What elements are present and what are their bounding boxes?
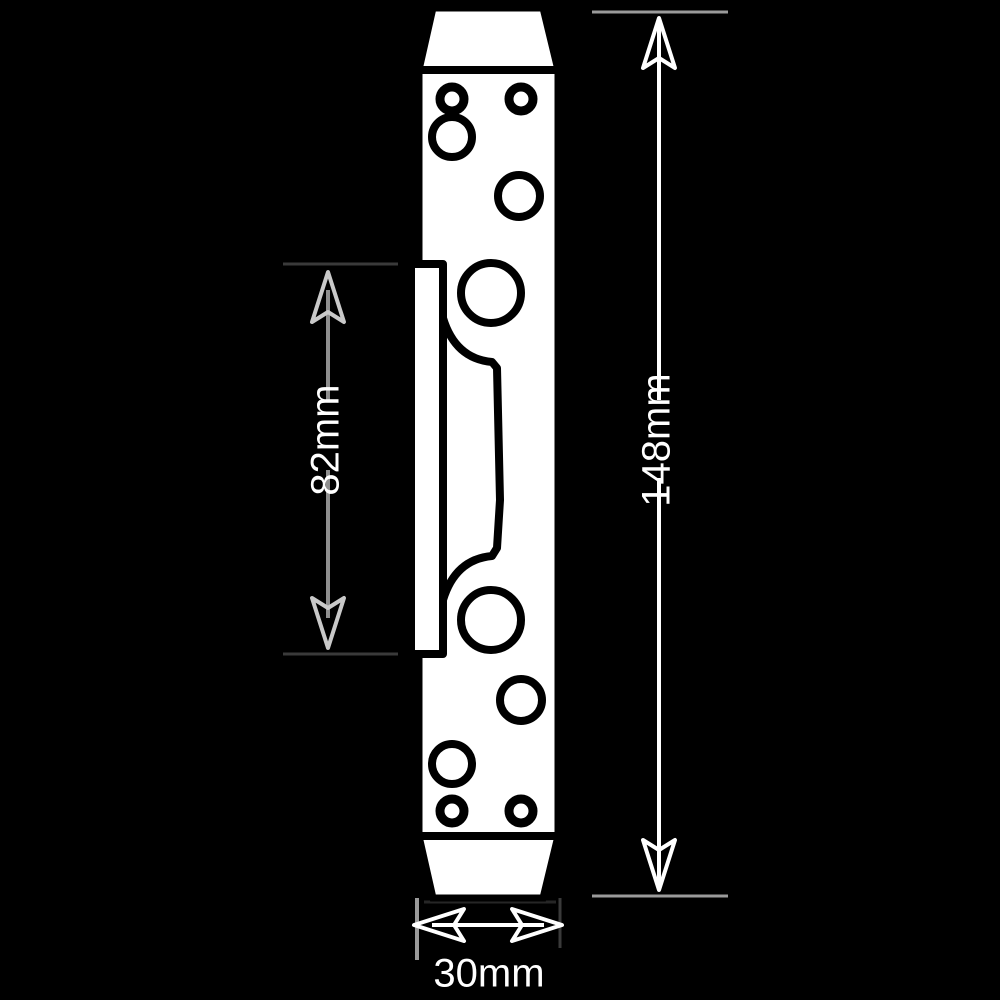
dim-30-arrow-right [510,907,564,943]
screw-hole-top-left-small [435,82,469,116]
screw-hole-bottom-right-small [504,794,538,828]
dim-148-arrow-bottom [641,838,677,892]
spindle-hole-upper [457,259,525,327]
dimension-82mm: 82mm [304,270,348,650]
screw-hole-upper-left-large [428,113,476,161]
screw-hole-upper-right-mid [494,171,544,221]
spindle-hole-lower [457,586,525,654]
dimension-148mm: 148mm [635,16,679,892]
dim-82-arrow-bottom [310,596,346,650]
screw-hole-bottom-left-small [435,794,469,828]
top-chamfer [418,7,559,71]
dimension-label-148mm: 148mm [635,373,679,506]
screw-hole-top-right-small [504,82,538,116]
dim-30-arrow-left [412,907,466,943]
dim-82-arrow-top [310,270,346,324]
backplate-part [407,4,570,902]
dimension-label-30mm: 30mm [433,952,544,996]
screw-hole-lower-right-mid [496,675,546,725]
screw-hole-lower-left-large [428,740,476,788]
dimension-label-82mm: 82mm [304,384,348,495]
dimension-30mm: 30mm [412,907,564,996]
dim-148-arrow-top [641,16,677,70]
hole-group [428,82,546,828]
lever-handle-profile [407,260,504,658]
bottom-chamfer [418,835,559,899]
